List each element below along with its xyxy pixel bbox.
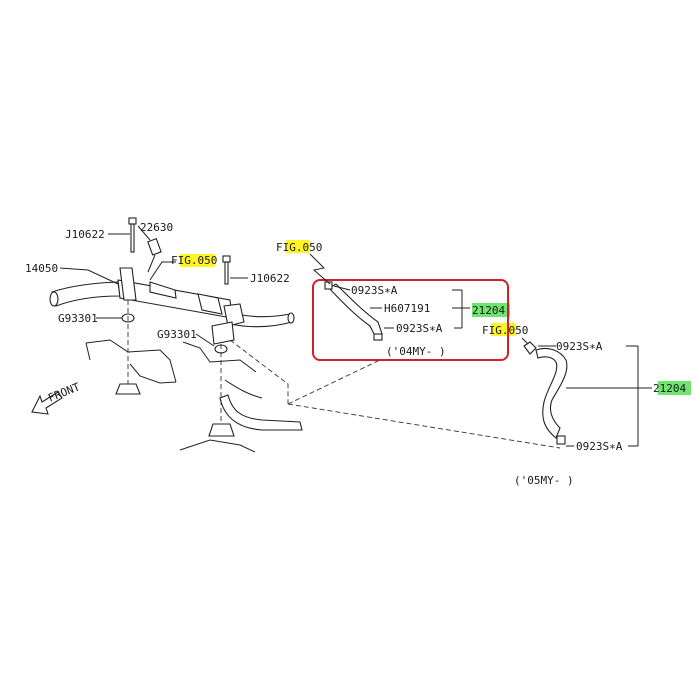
coolant-pipe-assembly: [49, 267, 295, 345]
label-0923s-4: 0923S∗A: [576, 440, 623, 453]
hose-21204-05my: [523, 341, 568, 445]
front-arrow-icon: [31, 391, 63, 415]
leader-lines-right: [521, 337, 652, 447]
label-fig050-right: FIG.050: [482, 324, 528, 337]
label-0923s-2: 0923S∗A: [396, 322, 443, 335]
label-21204-a: 21204: [472, 304, 505, 317]
part-highlight-21204-a: [472, 303, 510, 317]
label-04my: ('04MY- ): [386, 345, 446, 358]
fig-highlight-left: [180, 254, 215, 267]
engine-boss-left: [115, 383, 141, 395]
label-fig050-left: FIG.050: [171, 254, 217, 267]
bolt-j10622-left: [128, 217, 137, 253]
engine-block-outline: [85, 339, 263, 453]
fig-highlight-right: [491, 323, 516, 336]
label-05my: ('05MY- ): [514, 474, 574, 487]
label-g93301-right: G93301: [157, 328, 197, 341]
leader-fig-top: [309, 253, 331, 285]
leader-lines-box: [333, 285, 470, 329]
label-j10622-left: J10622: [65, 228, 105, 241]
lower-hose: [219, 394, 303, 431]
label-21204-b: 21204: [653, 382, 686, 395]
label-0923s-3: 0923S∗A: [556, 340, 603, 353]
label-j10622-right: J10622: [250, 272, 290, 285]
leader-lines-left: [59, 225, 248, 347]
label-fig050-top: FIG.050: [276, 241, 322, 254]
label-14050: 14050: [25, 262, 58, 275]
label-g93301-left: G93301: [58, 312, 98, 325]
part-highlight-21204-b: [658, 381, 691, 395]
alignment-lines-left: [127, 300, 561, 449]
label-22630: 22630: [140, 221, 173, 234]
hose-h607191: [324, 281, 383, 341]
bolt-j10622-right: [222, 255, 231, 285]
label-0923s-1: 0923S∗A: [351, 284, 398, 297]
sensor-22630: [147, 238, 162, 273]
label-front: FRONT: [46, 380, 82, 405]
fig-highlight-top: [286, 240, 310, 253]
callout-box-04my: [312, 279, 509, 361]
label-h607191: H607191: [384, 302, 430, 315]
engine-boss-right: [208, 423, 235, 437]
